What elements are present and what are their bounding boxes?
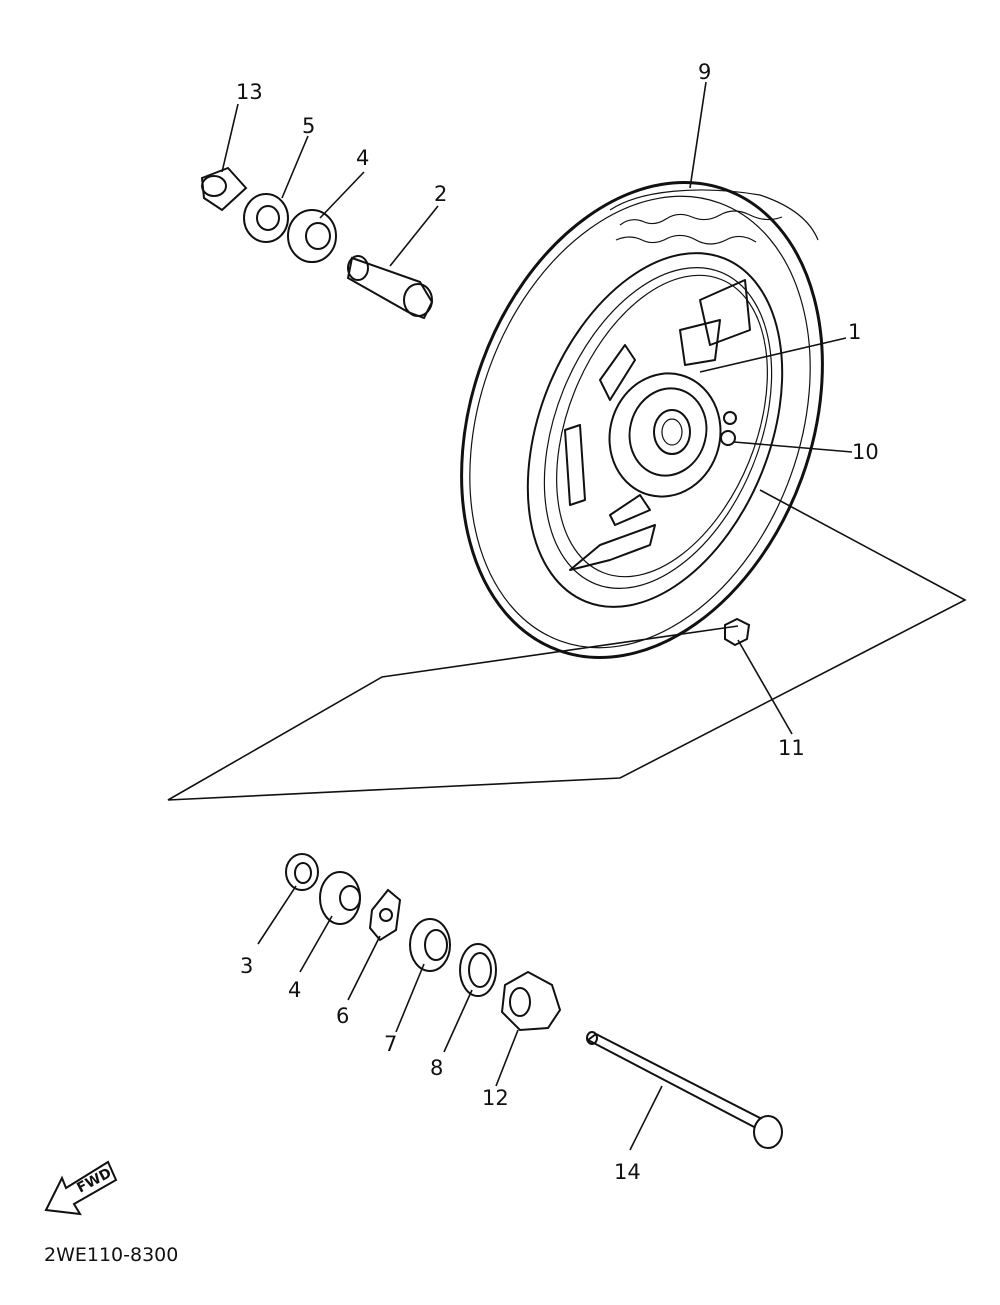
part-code: 2WE110-8300 [44, 1244, 179, 1266]
callout-2: 2 [434, 182, 448, 206]
callout-9: 9 [698, 60, 712, 84]
callout-10: 10 [852, 440, 879, 464]
leader-lines [167, 81, 967, 1151]
callout-8: 8 [430, 1056, 444, 1080]
callout-14: 14 [614, 1160, 641, 1184]
callout-12: 12 [482, 1086, 509, 1110]
callout-4-bottom: 4 [288, 978, 302, 1002]
part-14-axle [586, 1031, 783, 1149]
callout-11: 11 [778, 736, 805, 760]
part-13-collar [200, 166, 248, 212]
callout-13: 13 [236, 80, 263, 104]
fwd-arrow-icon: FWD [44, 1160, 118, 1216]
callout-1: 1 [848, 320, 862, 344]
part-2-spacer [346, 255, 434, 320]
part-3-washer [285, 853, 319, 891]
callout-7: 7 [384, 1032, 398, 1056]
part-6-clutch [368, 888, 402, 942]
callout-6: 6 [336, 1004, 350, 1028]
wheel [460, 181, 824, 659]
callout-5: 5 [302, 114, 316, 138]
part-4-bearing-top [287, 209, 337, 263]
part-12-meter-housing [500, 970, 562, 1032]
callout-3: 3 [240, 954, 254, 978]
callout-4-top: 4 [356, 146, 370, 170]
part-5-bearing [243, 193, 289, 243]
part-4-bearing-bottom [319, 871, 361, 925]
part-8-seal [459, 943, 497, 997]
part-7-gear [409, 918, 451, 972]
